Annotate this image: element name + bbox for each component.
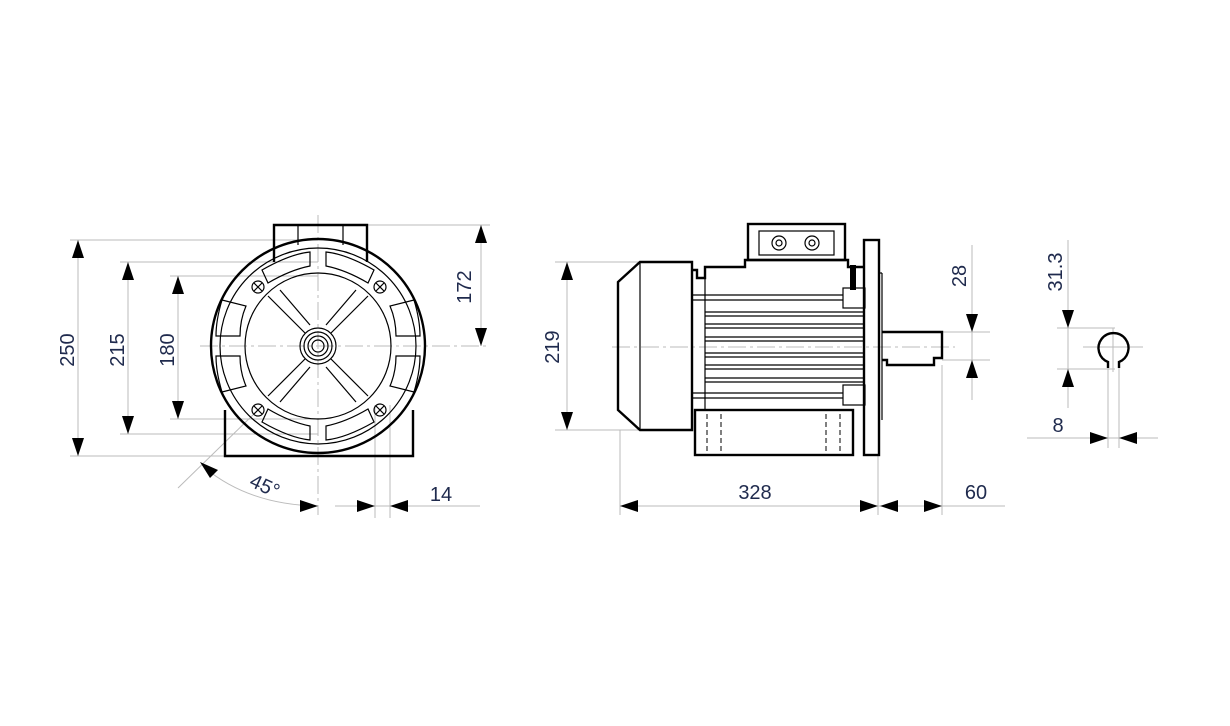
side-view bbox=[555, 222, 1005, 515]
dim-45deg: 45° bbox=[246, 470, 283, 503]
dim-219: 219 bbox=[542, 330, 564, 363]
dim-28: 28 bbox=[949, 265, 971, 287]
dim-31-3: 31.3 bbox=[1045, 253, 1067, 292]
key-detail bbox=[1027, 240, 1158, 448]
dim-250: 250 bbox=[57, 333, 79, 366]
front-view bbox=[70, 215, 490, 518]
dim-14: 14 bbox=[430, 484, 452, 506]
dim-8: 8 bbox=[1052, 415, 1063, 437]
dim-172: 172 bbox=[454, 270, 476, 303]
dim-180: 180 bbox=[157, 333, 179, 366]
bolt-holes bbox=[251, 280, 387, 417]
dim-215: 215 bbox=[107, 333, 129, 366]
dim-60: 60 bbox=[965, 482, 987, 504]
dim-328: 328 bbox=[738, 482, 771, 504]
